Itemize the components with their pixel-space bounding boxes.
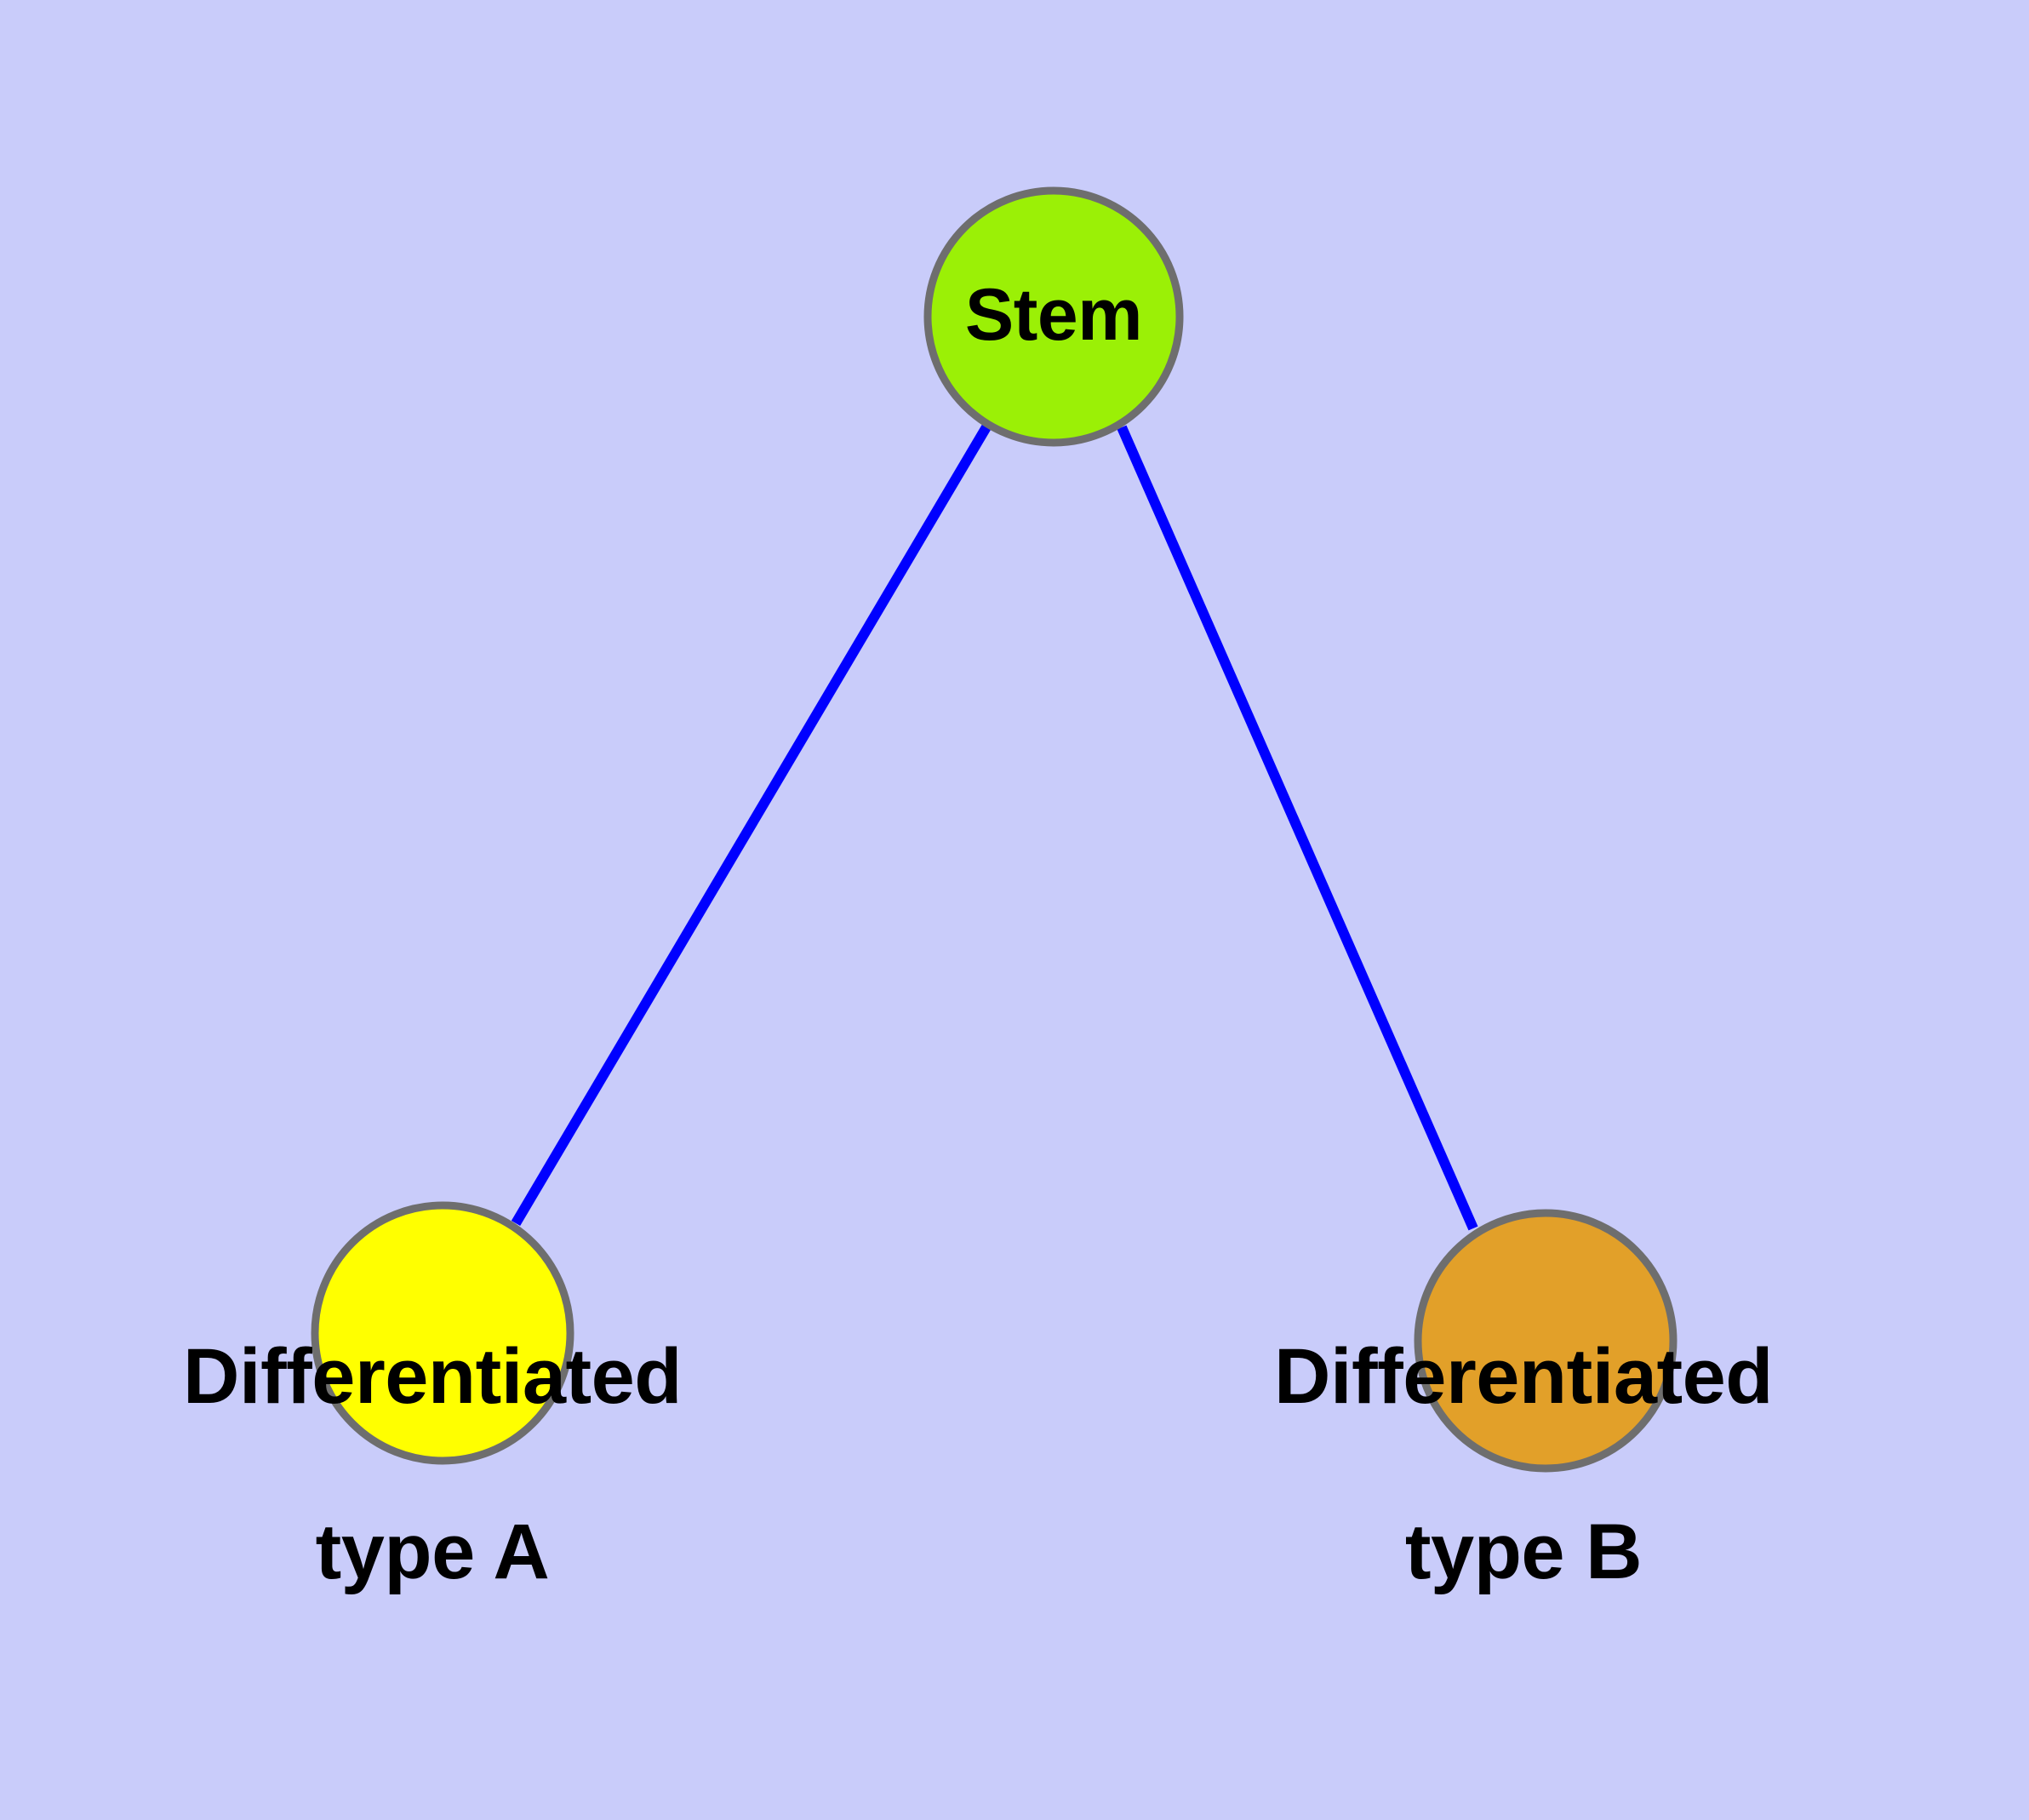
edge-stem-to-diff-a[interactable] (511, 422, 992, 1227)
node-differentiated-type-a[interactable] (311, 1201, 574, 1465)
edge-stem-to-diff-b[interactable] (1117, 425, 1478, 1231)
node-stem[interactable] (923, 186, 1184, 447)
node-differentiated-type-b[interactable] (1414, 1209, 1677, 1473)
